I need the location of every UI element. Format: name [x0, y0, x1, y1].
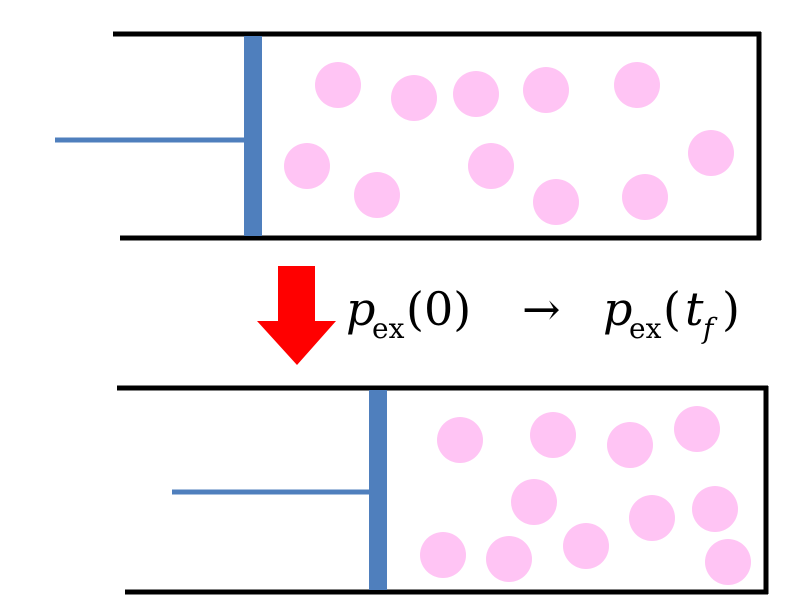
gas-particle [523, 67, 569, 113]
cylinder-outline [113, 31, 762, 241]
gas-particle [284, 143, 330, 189]
gas-particle [533, 179, 579, 225]
gas-particle [420, 532, 466, 578]
gas-particle [511, 479, 557, 525]
gas-particle [705, 539, 751, 585]
gas-particle [688, 130, 734, 176]
cylinder-outline [117, 385, 769, 595]
gas-particle [629, 495, 675, 541]
gas-particle [614, 62, 660, 108]
pressure-symbol: p [346, 282, 375, 336]
time-subscript: f [701, 312, 718, 345]
transition-arrow-symbol: → [522, 282, 561, 336]
gas-particles [420, 406, 751, 585]
gas-particle [486, 536, 532, 582]
cylinder-final [117, 385, 769, 595]
pressure-symbol: p [603, 282, 632, 336]
gas-particle [674, 406, 720, 452]
gas-particle [315, 62, 361, 108]
piston-head [369, 390, 387, 590]
transition-arrow [257, 266, 336, 365]
gas-particle [622, 174, 668, 220]
gas-particle [354, 172, 400, 218]
gas-particle [437, 417, 483, 463]
gas-particle [468, 143, 514, 189]
pressure-subscript: ex [372, 312, 405, 345]
cylinder-initial [55, 31, 762, 241]
pressure-change-equation: p ex (0) → p ex ( t f ) [346, 282, 740, 345]
down-arrow-icon [257, 266, 336, 365]
gas-particle [453, 71, 499, 117]
gas-particle [391, 75, 437, 121]
gas-particle [607, 422, 653, 468]
initial-time-argument: (0) [406, 282, 471, 336]
pressure-subscript: ex [629, 312, 662, 345]
gas-particle [692, 486, 738, 532]
piston-head [244, 36, 262, 236]
time-symbol: t [685, 282, 704, 336]
open-paren: ( [663, 282, 681, 336]
gas-particles [284, 62, 734, 225]
close-paren: ) [722, 282, 740, 336]
gas-particle [530, 412, 576, 458]
gas-particle [563, 523, 609, 569]
